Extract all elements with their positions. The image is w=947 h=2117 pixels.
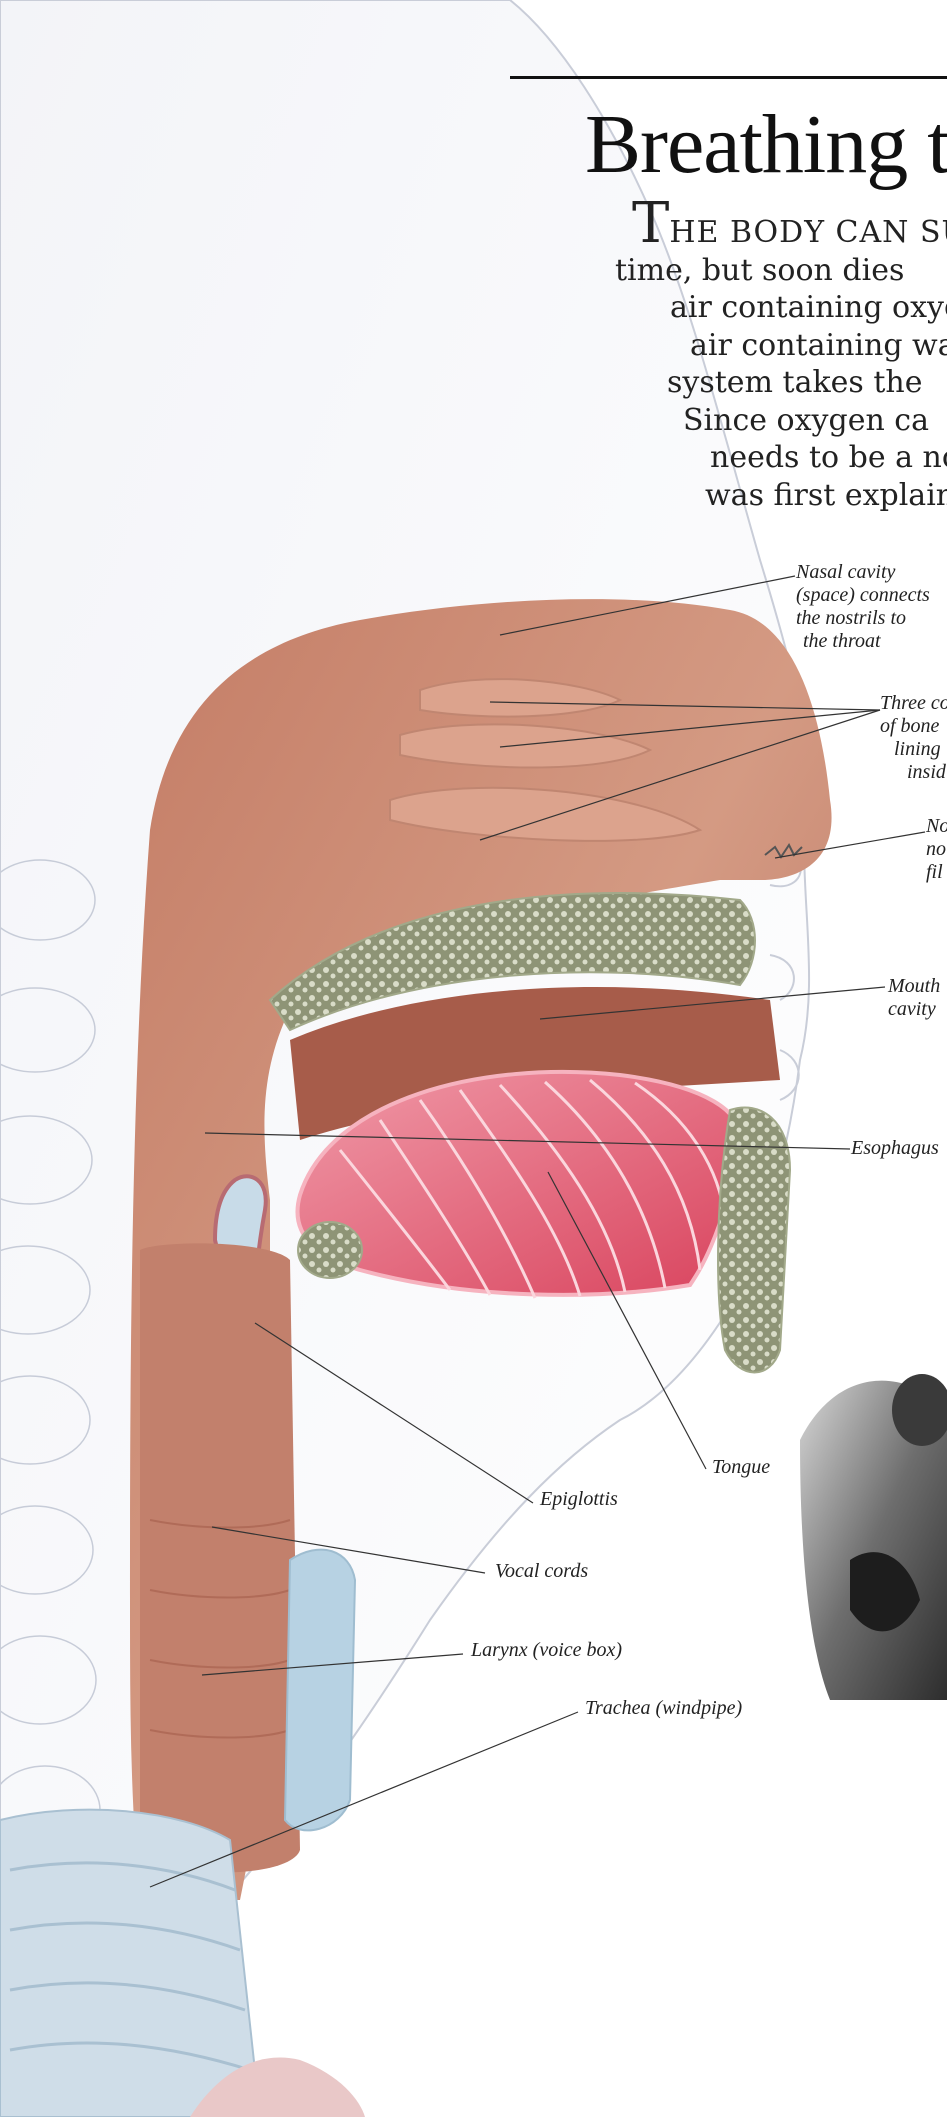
trachea-cartilage: [0, 1810, 260, 2117]
label-tongue: Tongue: [712, 1456, 770, 1479]
intro-line-6: Since oxygen ca: [683, 402, 947, 440]
intro-lead-in: HE BODY CAN SURV: [669, 215, 947, 250]
saxophone-player-photo: [800, 1374, 947, 1700]
intro-drop-cap: T: [632, 191, 669, 256]
hyoid-bone: [298, 1222, 362, 1278]
label-three-conchae: Three co of bone lining insid: [880, 692, 947, 784]
title-rule: [510, 76, 947, 79]
label-mouth-cavity: Mouth cavity: [888, 975, 940, 1021]
label-nostril: No no fil: [926, 815, 947, 884]
label-nasal-cavity: Nasal cavity (space) connects the nostri…: [796, 561, 930, 653]
label-vocal-cords: Vocal cords: [495, 1560, 588, 1583]
page-title: Breathing to: [585, 96, 947, 193]
label-epiglottis: Epiglottis: [540, 1488, 618, 1511]
intro-line-5: system takes the: [667, 364, 947, 402]
label-larynx: Larynx (voice box): [471, 1639, 622, 1662]
intro-paragraph: THE BODY CAN SURV time, but soon dies ai…: [620, 205, 947, 514]
intro-line-1: THE BODY CAN SURV: [632, 205, 947, 252]
intro-line-2: time, but soon dies: [615, 252, 947, 290]
intro-line-3: air containing oxyg: [670, 289, 947, 327]
thyroid-cartilage: [285, 1550, 355, 1831]
intro-line-8: was first explain: [705, 477, 947, 515]
larynx-tube: [140, 1243, 300, 1872]
label-trachea: Trachea (windpipe): [585, 1697, 742, 1720]
intro-line-4: air containing wa: [690, 327, 947, 365]
intro-line-7: needs to be a no: [710, 439, 947, 477]
label-esophagus: Esophagus: [851, 1137, 939, 1160]
